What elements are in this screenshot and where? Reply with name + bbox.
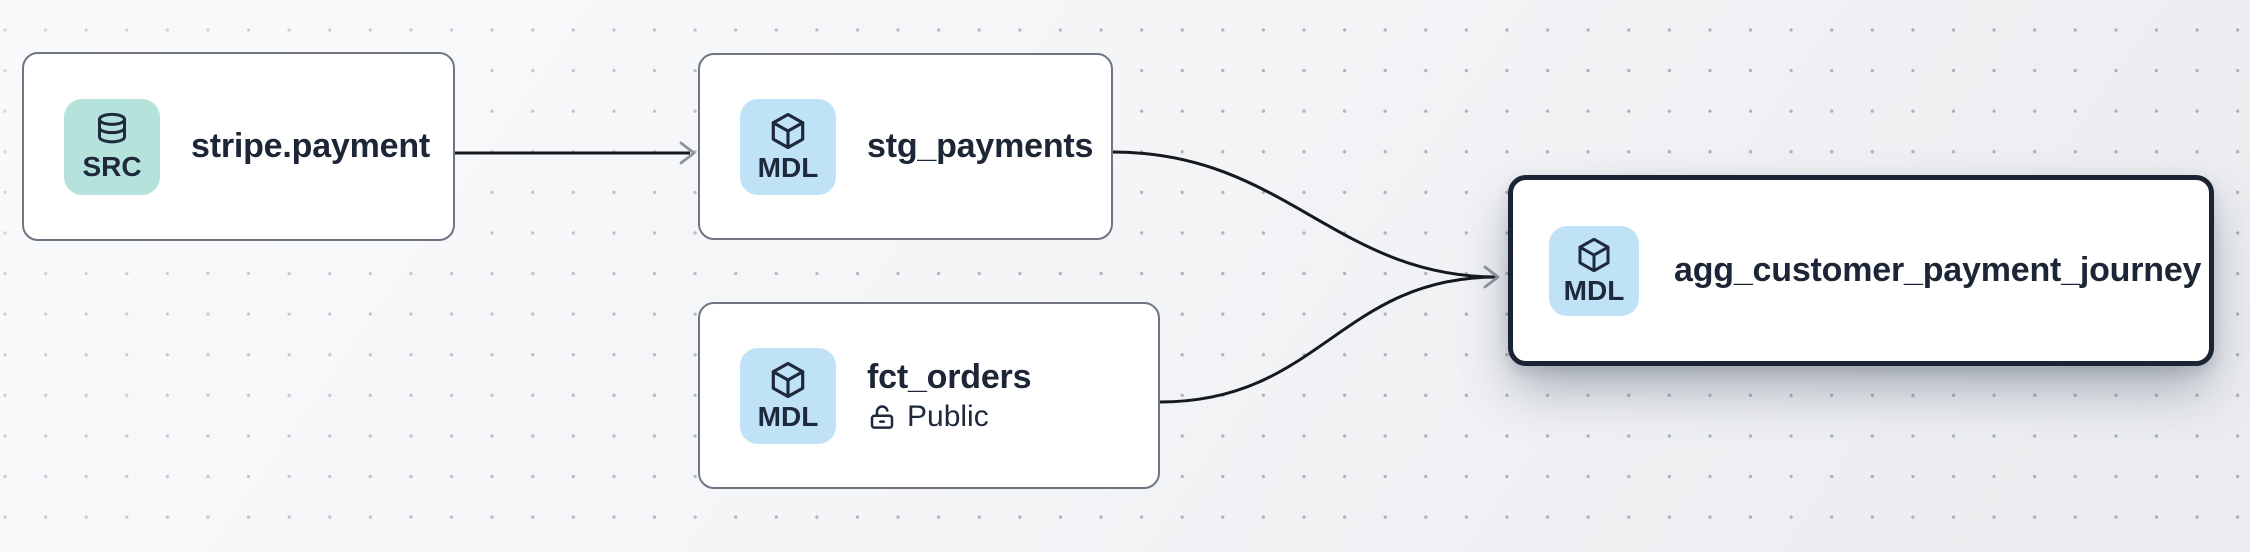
lock-open-icon — [867, 402, 897, 432]
model-type-badge: MDL — [740, 98, 836, 195]
node-title: stg_payments — [867, 126, 1094, 165]
edge-fct-to-agg — [1159, 275, 1498, 404]
database-icon — [92, 111, 132, 151]
badge-label: MDL — [757, 152, 819, 184]
access-row: Public — [867, 400, 1031, 433]
badge-label: SRC — [82, 151, 142, 183]
cube-icon — [767, 110, 809, 152]
node-agg-customer-payment-journey[interactable]: MDL agg_customer_payment_journey — [1508, 175, 2214, 366]
edge-stg-to-agg — [1112, 150, 1498, 279]
badge-label: MDL — [1563, 275, 1625, 307]
arrowhead-icon — [679, 141, 696, 165]
badge-label: MDL — [757, 401, 819, 433]
node-title: fct_orders — [867, 357, 1032, 396]
model-type-badge: MDL — [740, 347, 836, 444]
node-fct-orders[interactable]: MDL fct_orders Public — [698, 302, 1160, 489]
node-stripe-payment[interactable]: SRC stripe.payment — [22, 52, 455, 241]
arrowhead-icon — [1483, 265, 1500, 289]
source-type-badge: SRC — [64, 98, 160, 195]
node-title: agg_customer_payment_journey — [1674, 250, 2202, 289]
access-label: Public — [907, 400, 989, 434]
node-title: stripe.payment — [191, 126, 431, 165]
model-type-badge: MDL — [1549, 225, 1639, 316]
node-stg-payments[interactable]: MDL stg_payments — [698, 53, 1113, 240]
cube-icon — [1574, 235, 1614, 275]
cube-icon — [767, 359, 809, 401]
